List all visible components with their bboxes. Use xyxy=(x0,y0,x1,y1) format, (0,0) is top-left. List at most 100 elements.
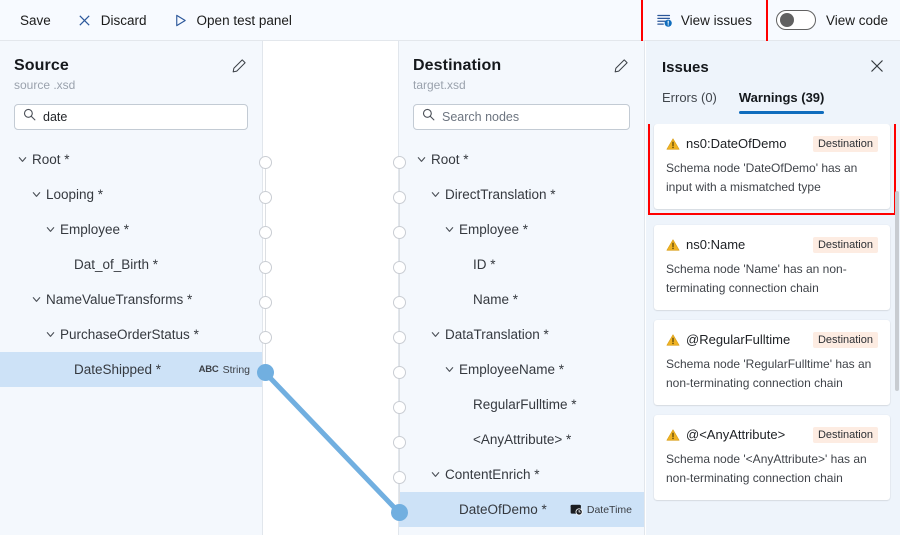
tree-row[interactable]: DirectTranslation * xyxy=(399,177,644,212)
source-search-input[interactable] xyxy=(43,105,239,129)
destination-connector-dot[interactable] xyxy=(392,471,406,484)
issue-node-name: @<AnyAttribute> xyxy=(666,427,785,442)
issue-description: Schema node 'DateOfDemo' has an input wi… xyxy=(666,161,858,194)
tree-node-label: ContentEnrich * xyxy=(445,467,540,482)
chevron-down-icon[interactable] xyxy=(30,294,42,306)
source-connector-dot-active[interactable] xyxy=(256,364,274,381)
source-panel-title: Source xyxy=(14,57,69,74)
destination-connector-dot[interactable] xyxy=(392,366,406,379)
search-icon xyxy=(23,108,36,126)
destination-connector-dot[interactable] xyxy=(392,261,406,274)
chevron-down-icon[interactable] xyxy=(415,154,427,166)
destination-connector-dot[interactable] xyxy=(392,401,406,414)
tree-node-label: Looping * xyxy=(46,187,104,202)
tree-row[interactable]: PurchaseOrderStatus * xyxy=(0,317,262,352)
view-issues-button[interactable]: View issues xyxy=(649,5,760,35)
tree-row[interactable]: DataTranslation * xyxy=(399,317,644,352)
tree-row[interactable]: EmployeeName * xyxy=(399,352,644,387)
issues-panel-title: Issues xyxy=(662,59,709,76)
warning-triangle-icon xyxy=(666,333,680,347)
tree-node-label: Root * xyxy=(431,152,469,167)
destination-connector-dot[interactable] xyxy=(392,331,406,344)
source-connector-dot[interactable] xyxy=(258,261,272,274)
chevron-down-icon[interactable] xyxy=(30,189,42,201)
source-connector-dot[interactable] xyxy=(258,191,272,204)
destination-connector-dot-active[interactable] xyxy=(390,504,408,521)
tree-row[interactable]: ID * xyxy=(399,247,644,282)
node-type-label: DateTime xyxy=(586,503,632,516)
tree-node-label: Root * xyxy=(32,152,70,167)
source-connector-dot[interactable] xyxy=(258,156,272,169)
tree-row[interactable]: RegularFulltime * xyxy=(399,387,644,422)
chevron-down-icon[interactable] xyxy=(429,329,441,341)
issue-scope-badge: Destination xyxy=(812,427,878,443)
source-search-box[interactable] xyxy=(14,104,248,130)
issues-scrollbar[interactable] xyxy=(895,191,899,391)
chevron-down-icon[interactable] xyxy=(44,224,56,236)
issues-tab[interactable]: Errors (0) xyxy=(662,90,717,105)
issue-description: Schema node 'Name' has an non-terminatin… xyxy=(666,262,847,295)
issues-tabs: Errors (0) Warnings (39) xyxy=(662,90,884,114)
tree-node-label: Employee * xyxy=(459,222,529,237)
tree-node-label: ID * xyxy=(473,257,496,272)
tree-node-label: PurchaseOrderStatus * xyxy=(60,327,199,342)
mapping-canvas[interactable] xyxy=(264,41,398,535)
view-code-toggle[interactable] xyxy=(775,10,816,30)
tree-row[interactable]: ContentEnrich * xyxy=(399,457,644,492)
chevron-down-icon[interactable] xyxy=(443,224,455,236)
save-button[interactable]: Save xyxy=(10,5,61,35)
source-edit-pencil-icon[interactable] xyxy=(230,57,248,75)
discard-button[interactable]: Discard xyxy=(67,5,157,35)
source-connector-dot[interactable] xyxy=(258,226,272,239)
issues-list-icon xyxy=(657,12,673,28)
close-icon[interactable] xyxy=(868,57,886,75)
tree-row[interactable]: Root * xyxy=(399,142,644,177)
destination-search-input[interactable] xyxy=(442,105,621,129)
tree-row[interactable]: Employee * xyxy=(0,212,262,247)
destination-connector-dot[interactable] xyxy=(392,156,406,169)
destination-panel-header: Destination target.xsd xyxy=(399,41,644,92)
issues-tab[interactable]: Warnings (39) xyxy=(738,90,825,114)
destination-connector-dot[interactable] xyxy=(392,226,406,239)
destination-connector-dot[interactable] xyxy=(392,436,406,449)
chevron-down-icon[interactable] xyxy=(443,364,455,376)
destination-connector-dot[interactable] xyxy=(392,296,406,309)
tree-node-label: Dat_of_Birth * xyxy=(74,257,159,272)
save-button-label: Save xyxy=(20,12,51,28)
mapping-workspace: Source source .xsd Root *Looping *Employ… xyxy=(0,41,900,535)
source-connector-dot[interactable] xyxy=(258,296,272,309)
tree-row[interactable]: DateOfDemo * DateTime xyxy=(399,492,644,527)
source-connector-dot[interactable] xyxy=(258,331,272,344)
destination-edit-pencil-icon[interactable] xyxy=(612,57,630,75)
tree-row[interactable]: Root * xyxy=(0,142,262,177)
issue-node-name-text: @<AnyAttribute> xyxy=(686,427,786,442)
tree-row[interactable]: Employee * xyxy=(399,212,644,247)
open-test-panel-button[interactable]: Open test panel xyxy=(163,5,302,35)
tree-row[interactable]: <AnyAttribute> * xyxy=(399,422,644,457)
tree-node-label: DateShipped * xyxy=(74,362,162,377)
chevron-down-icon[interactable] xyxy=(429,469,441,481)
chevron-down-icon[interactable] xyxy=(44,329,56,341)
tree-row[interactable]: Dat_of_Birth * xyxy=(0,247,262,282)
destination-connector-dot[interactable] xyxy=(392,191,406,204)
chevron-down-icon[interactable] xyxy=(429,189,441,201)
chevron-down-icon[interactable] xyxy=(16,154,28,166)
tree-row[interactable]: NameValueTransforms * xyxy=(0,282,262,317)
issue-node-name: @RegularFulltime xyxy=(666,332,790,347)
tree-row[interactable]: Looping * xyxy=(0,177,262,212)
tree-node-label: DateOfDemo * xyxy=(459,502,547,517)
node-type-badge: DateTime xyxy=(570,503,632,516)
tree-row[interactable]: Name * xyxy=(399,282,644,317)
close-x-icon xyxy=(77,12,93,28)
destination-search-box[interactable] xyxy=(413,104,630,130)
warning-triangle-icon xyxy=(666,137,680,151)
